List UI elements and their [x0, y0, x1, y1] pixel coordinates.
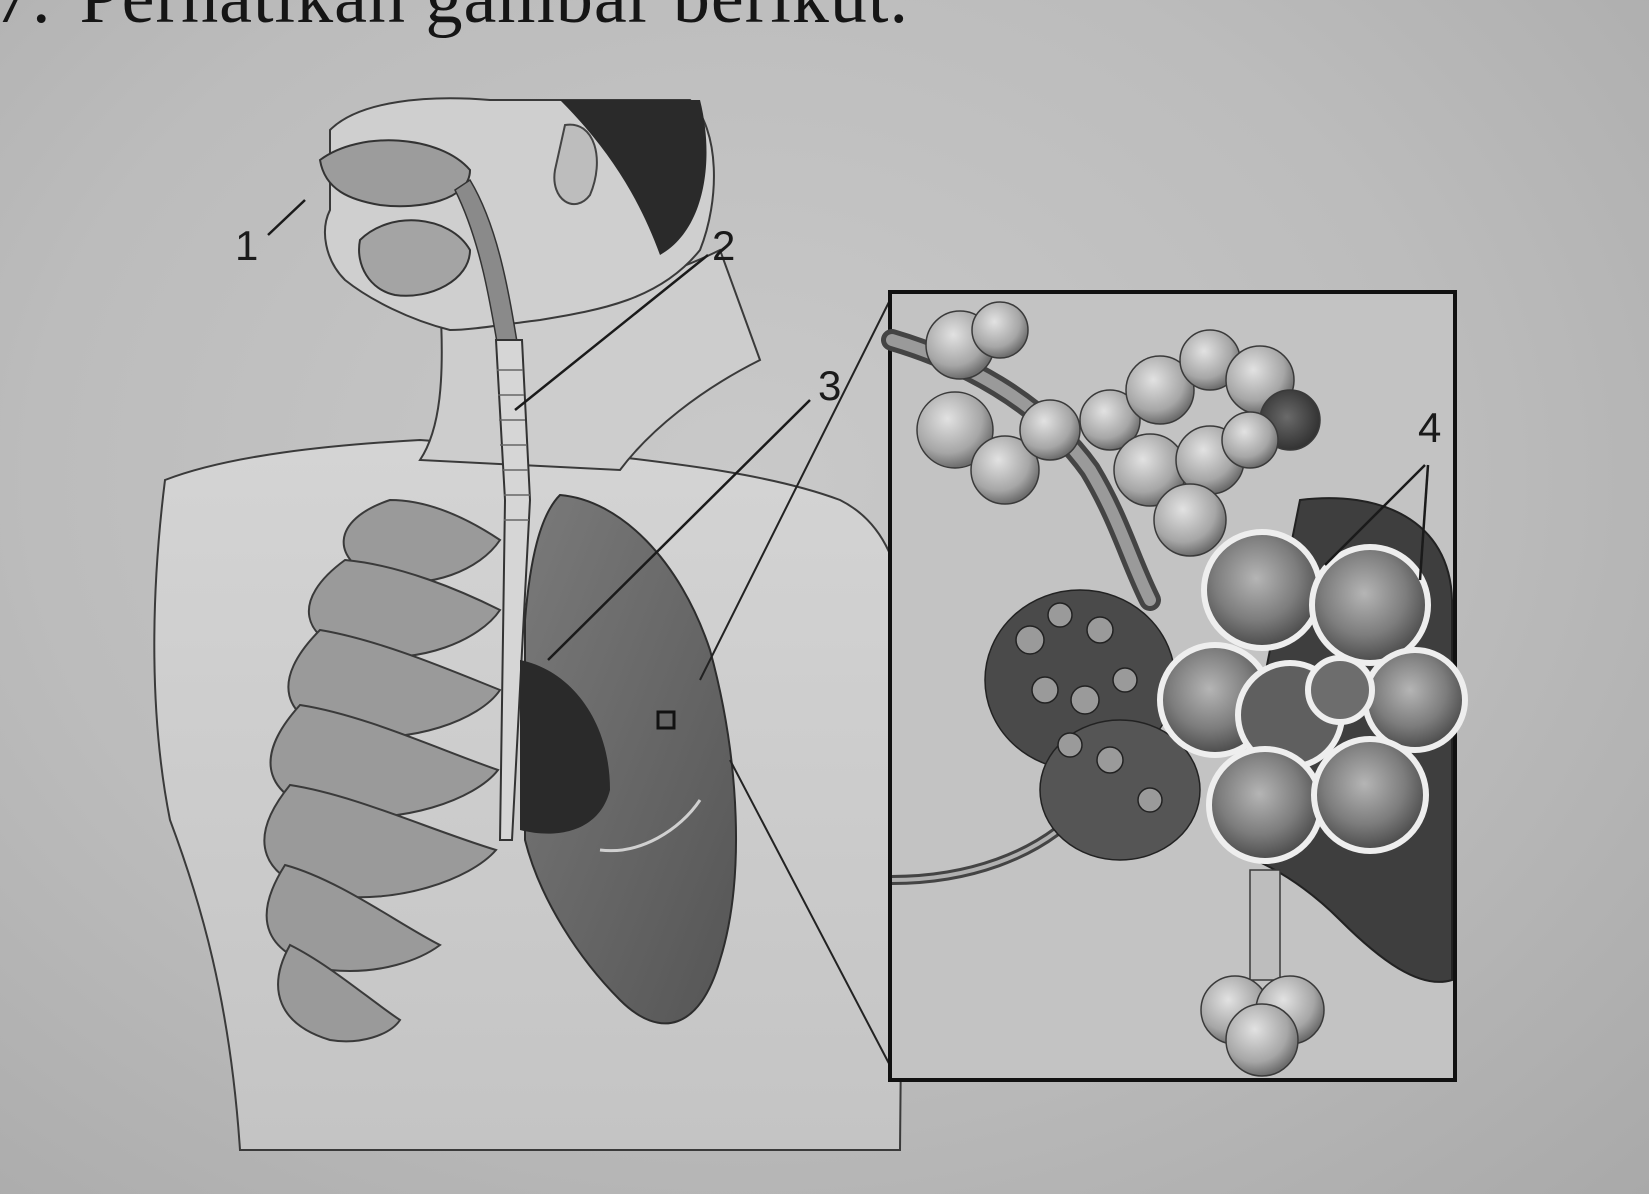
question-number: 7.	[0, 0, 52, 39]
leader-1	[267, 199, 306, 236]
leader-4b	[1418, 464, 1430, 581]
nasal-cavity	[318, 139, 472, 208]
body-illustration	[153, 97, 907, 1151]
ear	[553, 123, 598, 206]
question-text: Perhatikan gambar berikut.	[80, 0, 909, 39]
zoom-line-bottom	[729, 759, 896, 1076]
leader-2	[514, 254, 709, 411]
leader-3	[547, 399, 811, 661]
alveolar-cluster-upper	[916, 301, 1321, 557]
label-3: 3	[818, 362, 841, 409]
trachea	[494, 339, 532, 841]
rib-cage	[263, 498, 502, 1043]
question-heading: 7. Perhatikan gambar berikut.	[0, 0, 909, 41]
label-2: 2	[712, 222, 735, 269]
trachea-rings	[497, 369, 530, 521]
capillary-cluster	[984, 589, 1201, 861]
label-4: 4	[1418, 404, 1441, 451]
oral-cavity	[358, 219, 472, 297]
lung	[524, 493, 737, 1025]
alveoli-cross-section	[1157, 529, 1468, 864]
alveoli-inset	[881, 290, 1468, 1082]
alveolar-sac-hanging	[1200, 869, 1325, 1077]
zoom-line-top	[699, 299, 891, 681]
lung-fissure	[599, 799, 702, 853]
label-1: 1	[235, 222, 258, 269]
zoom-region-marker	[656, 710, 676, 730]
leader-4a	[1324, 464, 1426, 566]
hair	[560, 100, 707, 255]
heart-shadow	[520, 660, 610, 834]
label-leaders	[267, 199, 1430, 661]
